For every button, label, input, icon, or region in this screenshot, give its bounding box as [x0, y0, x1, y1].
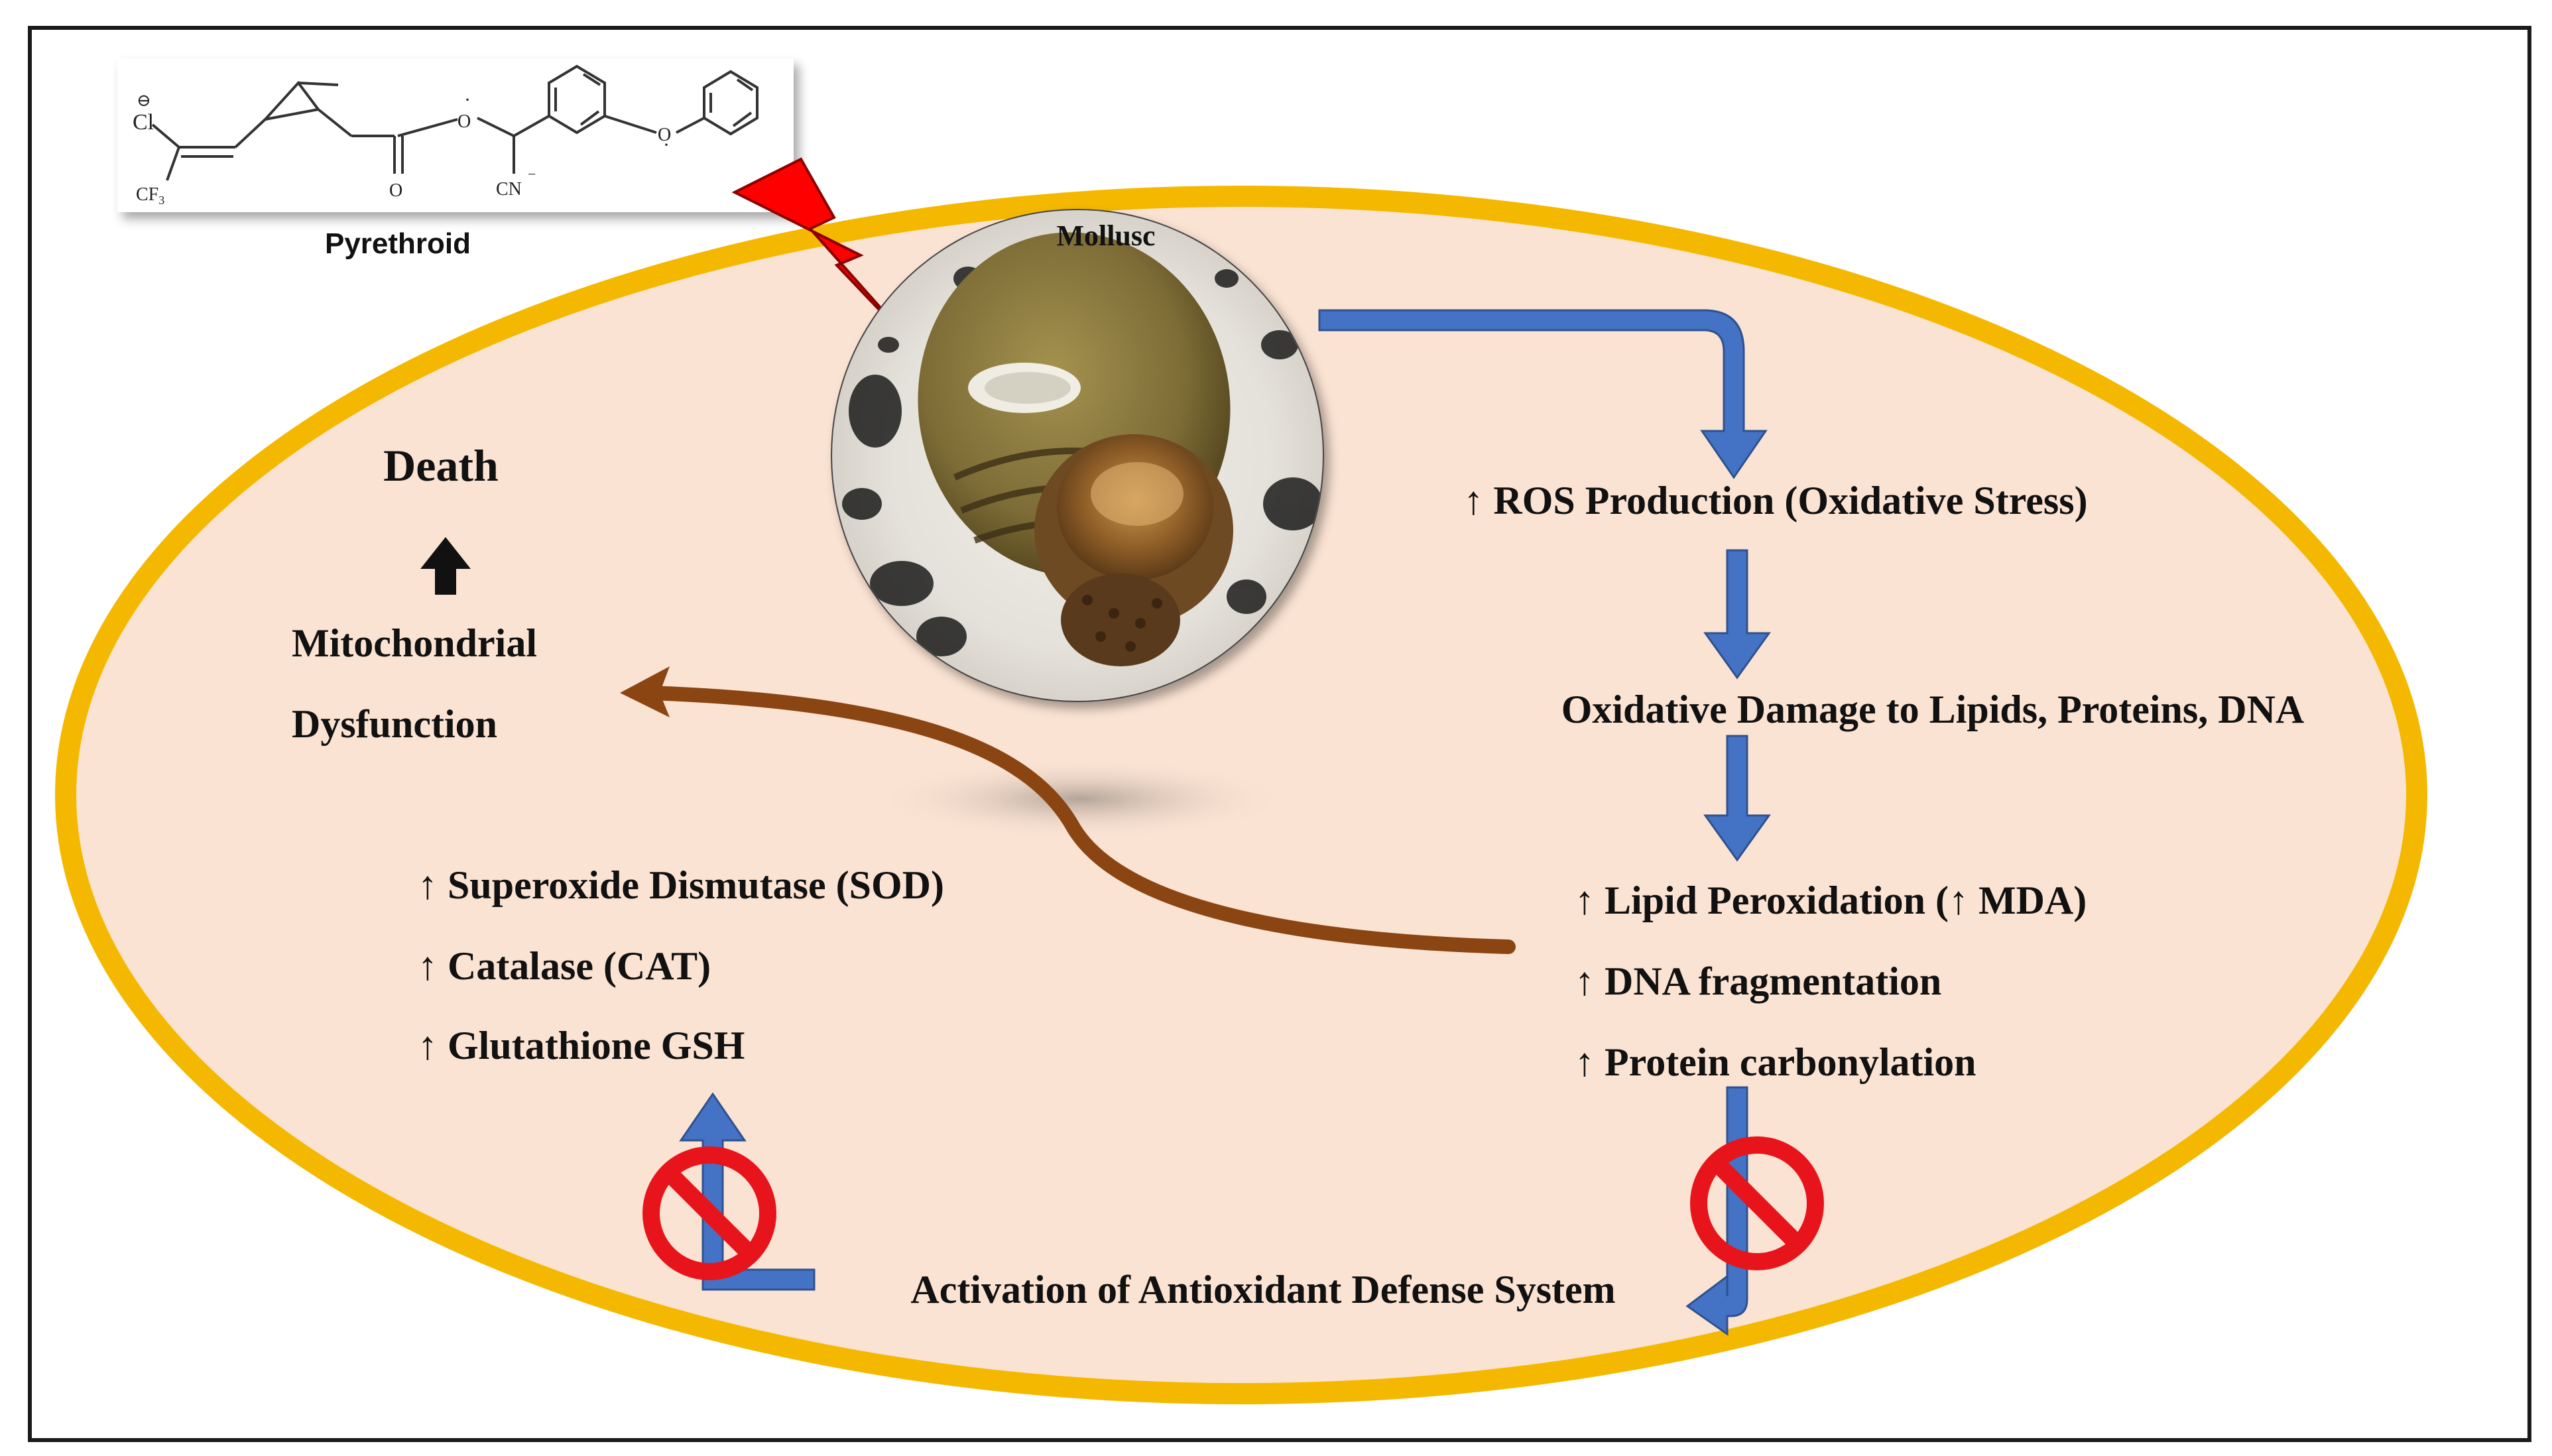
shadow-blur	[875, 758, 1286, 840]
atom-cf3: CF3	[136, 184, 164, 207]
antioxidant-gsh: ↑ Glutathione GSH	[418, 1024, 745, 1067]
oxidative-damage-label: Oxidative Damage to Lipids, Proteins, DN…	[1561, 688, 2305, 731]
arrow-ros-to-damage	[1703, 549, 1771, 680]
mollusc-photo	[831, 209, 1324, 702]
prohibition-icon	[1690, 1136, 1824, 1270]
marker-protein-carbonylation: ↑ Protein carbonylation	[1575, 1040, 1976, 1084]
death-label: Death	[383, 440, 499, 491]
ros-production-label: ↑ ROS Production (Oxidative Stress)	[1463, 479, 2087, 522]
up-arrow-icon	[420, 537, 471, 595]
atom-cl: Cl	[133, 110, 154, 135]
antioxidant-sod: ↑ Superoxide Dismutase (SOD)	[418, 863, 944, 907]
antioxidant-cat: ↑ Catalase (CAT)	[418, 944, 711, 988]
arrow-photo-to-ros	[1318, 309, 1768, 479]
atom-ester-o-dot: ·	[464, 89, 471, 111]
arrow-markers-to-mitochondria	[642, 686, 1516, 954]
atom-ester-o: O	[457, 111, 471, 132]
atom-cn: CN	[496, 179, 522, 200]
marker-lipid-peroxidation: ↑ Lipid Peroxidation (↑ MDA)	[1575, 879, 2087, 922]
prohibition-icon	[642, 1146, 776, 1280]
defense-system-label: Activation of Antioxidant Defense System	[910, 1268, 1615, 1311]
marker-dna-fragmentation: ↑ DNA fragmentation	[1575, 959, 1941, 1003]
atom-ether-o-dot: ·	[663, 134, 670, 156]
pyrethroid-structure: Cl ⊖ CF3 O O · CN − O ·	[117, 58, 794, 212]
atom-charge-minus: ⊖	[137, 91, 151, 110]
lightning-bolt-icon	[731, 157, 930, 363]
mitochondrial-label: Mitochondrial	[292, 621, 537, 665]
mollusc-label: Mollusc	[1056, 219, 1155, 252]
pyrethroid-caption: Pyrethroid	[325, 227, 471, 260]
dysfunction-label: Dysfunction	[292, 702, 497, 746]
atom-cn-charge: −	[528, 166, 536, 182]
atom-ether-o: O	[658, 125, 671, 145]
arrow-head-mitochondria	[620, 666, 670, 717]
structure-bonds	[151, 64, 759, 181]
atom-carbonyl-o: O	[389, 180, 402, 201]
arrow-damage-to-markers	[1703, 735, 1771, 862]
